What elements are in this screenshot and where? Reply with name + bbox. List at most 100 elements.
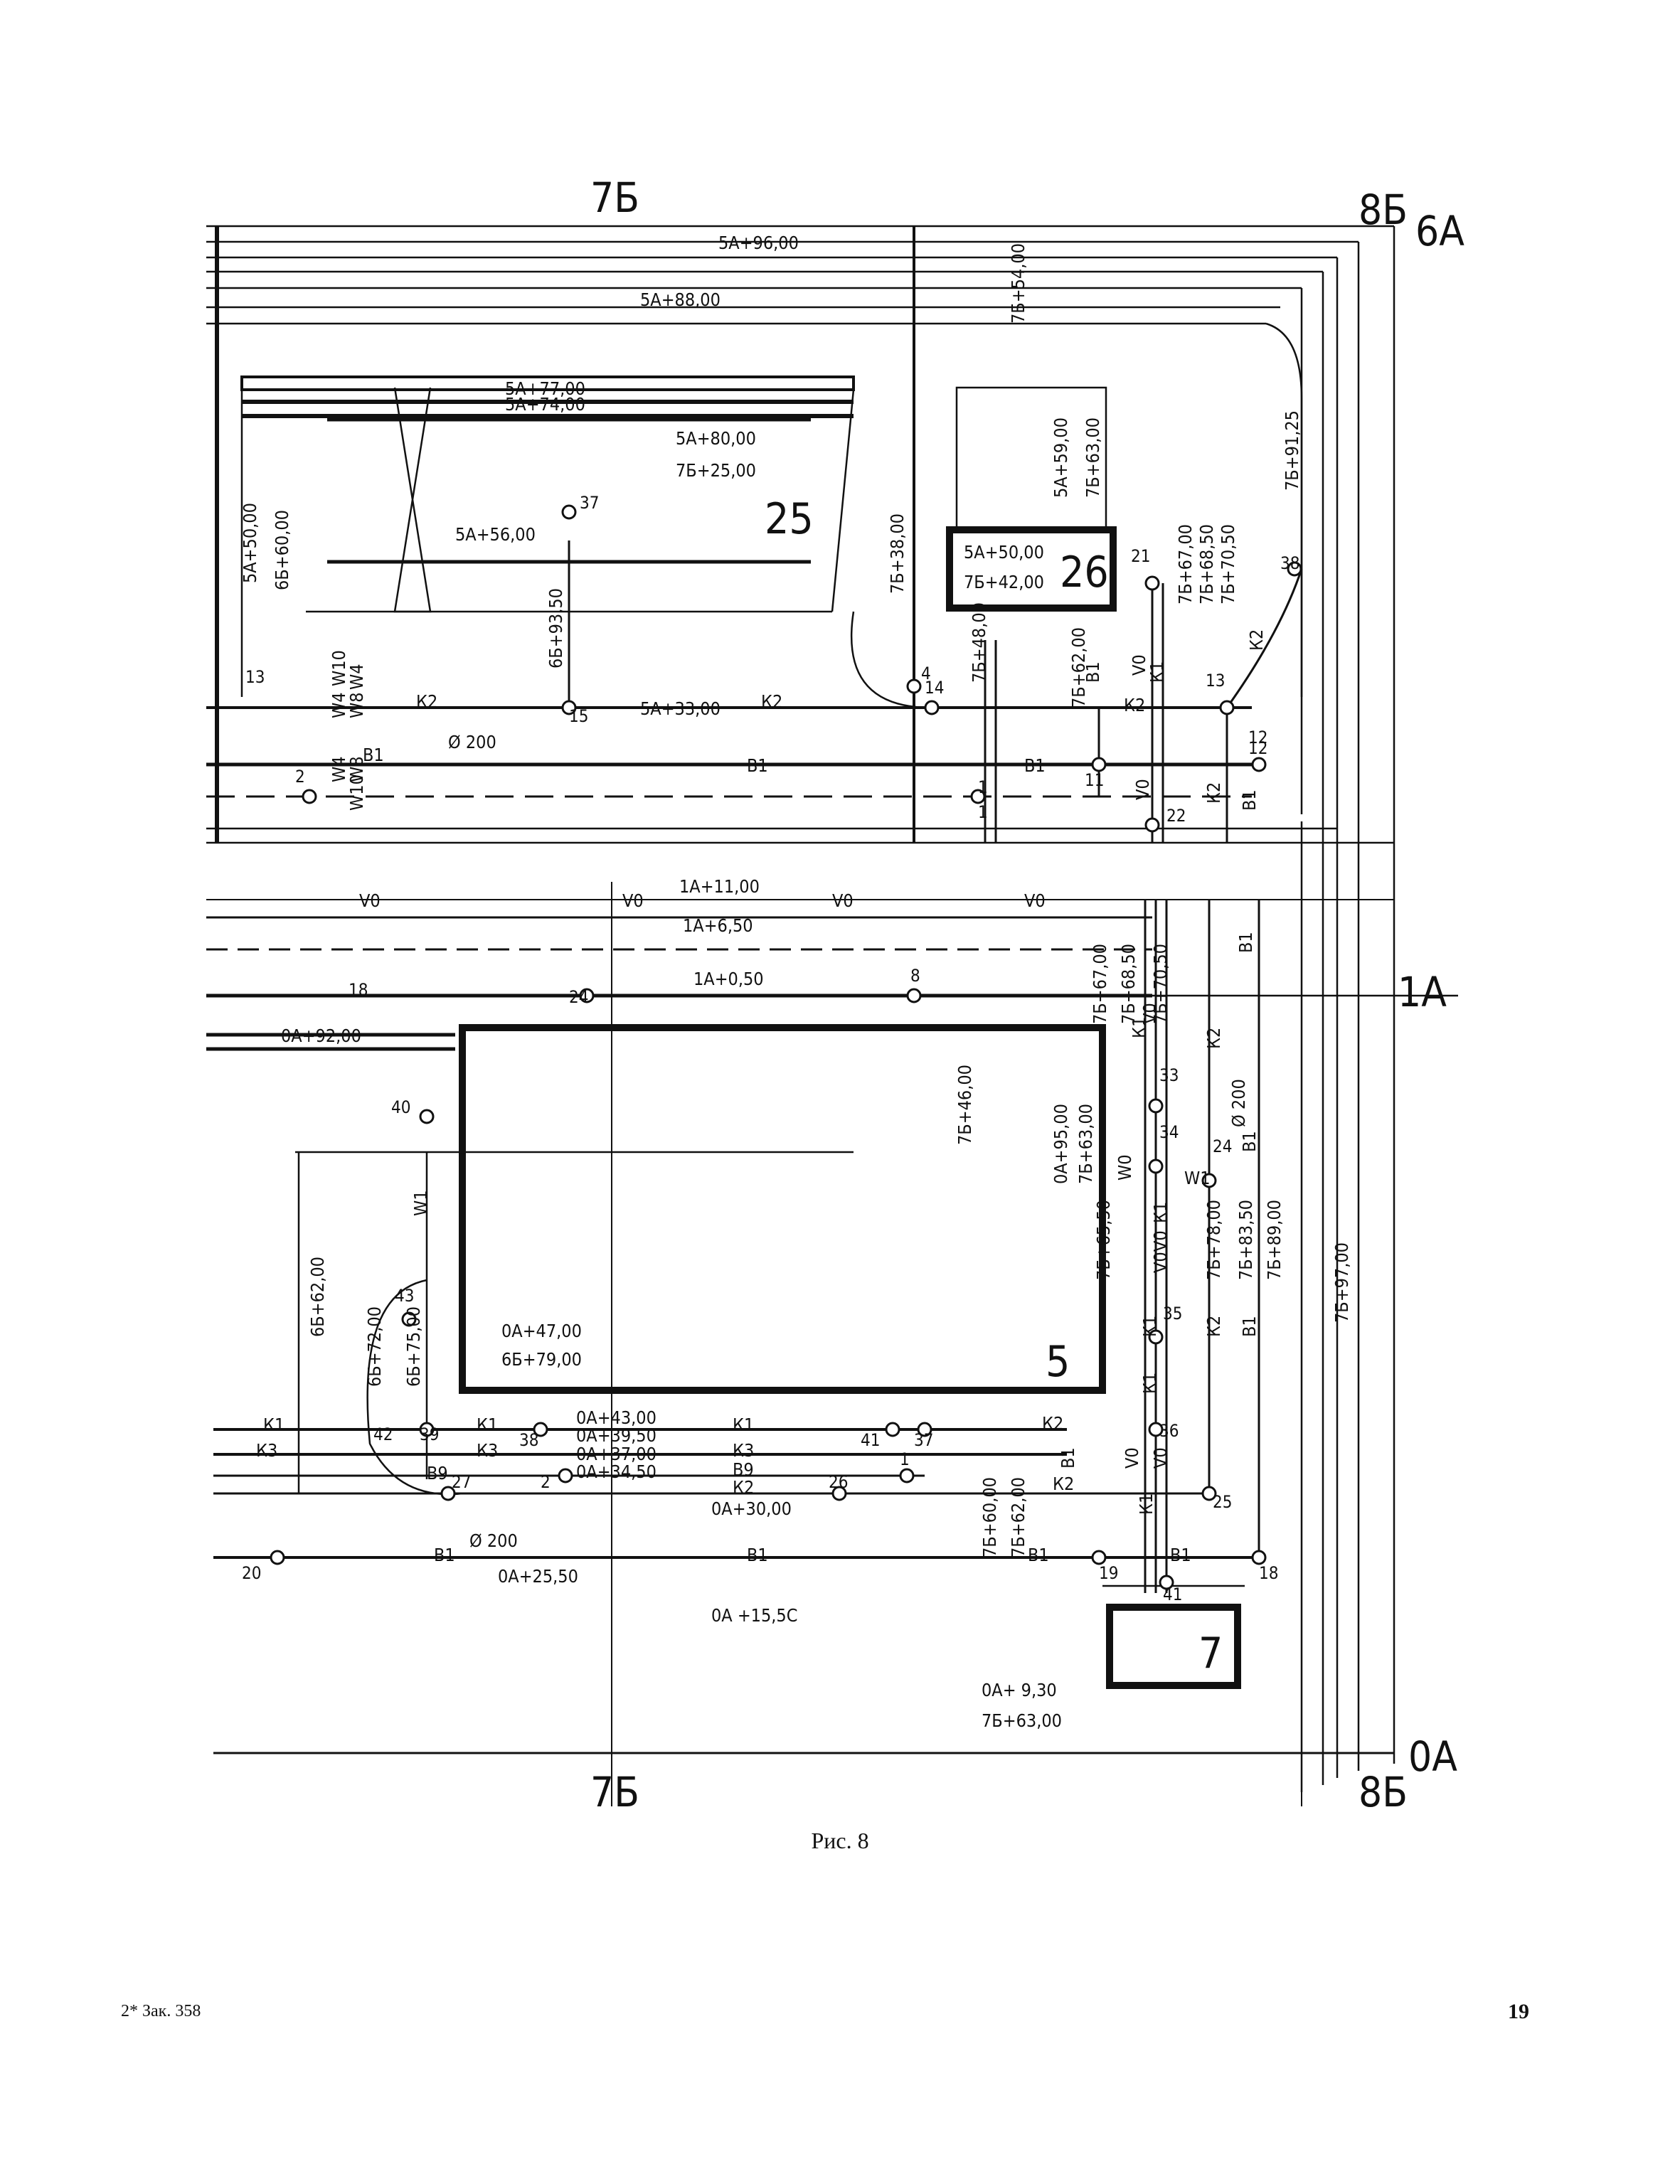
axis-label-1a: 1А [1398, 968, 1447, 1016]
manhole-number: 36 [1159, 1421, 1179, 1441]
elevation-label: 7Б+63,00 [982, 1710, 1062, 1731]
utility-code: К3 [733, 1440, 754, 1461]
utility-code: V0 [832, 890, 854, 911]
elevation-label: 7Б+68,50 [1118, 944, 1139, 1024]
elevation-label: 7Б+78,00 [1203, 1200, 1224, 1280]
elevation-label: 5А+59,00 [1051, 417, 1071, 498]
manhole-number: 2 [541, 1472, 551, 1492]
utility-code: К2 [1042, 1413, 1063, 1434]
elevation-label: 0А+92,00 [281, 1026, 361, 1046]
building-5-label: 5 [1046, 1337, 1070, 1387]
manhole-number: 38 [1280, 553, 1299, 573]
utility-code: К1 [1139, 1316, 1160, 1337]
utility-code: В1 [1170, 1545, 1191, 1565]
manhole-number: 35 [1163, 1304, 1182, 1323]
elevation-label: 7Б+83,50 [1235, 1200, 1256, 1280]
utility-code: К2 [733, 1477, 754, 1498]
utility-code: В1 [1239, 1131, 1260, 1152]
manhole-number: 1 [900, 1449, 910, 1469]
utility-code: В9 [427, 1463, 448, 1483]
elevation-label: 5А+33,00 [640, 698, 721, 719]
utility-code: К3 [256, 1440, 277, 1461]
elevation-label: Ø 200 [448, 732, 496, 752]
elevation-label: 1А+6,50 [683, 915, 753, 936]
utility-code: К2 [1053, 1474, 1074, 1494]
utility-code: В1 [1058, 1447, 1078, 1469]
manhole-number: 19 [1099, 1563, 1118, 1583]
utility-code: К2 [416, 691, 437, 712]
elevation-label: 1А+11,00 [679, 876, 760, 897]
manhole-number: 27 [452, 1472, 471, 1492]
manhole-number: 22 [1166, 806, 1186, 826]
manhole-number: 21 [1131, 546, 1150, 566]
manhole-number: 13 [1206, 671, 1225, 691]
elevation-label: 7Б+65,50 [1093, 1200, 1114, 1280]
elevation-label: 7Б+62,00 [1068, 627, 1089, 708]
utility-code: В1 [1239, 1316, 1260, 1337]
utility-code: W4 [346, 664, 367, 690]
manhole-number: 13 [245, 667, 265, 687]
utility-code: К2 [761, 691, 782, 712]
elevation-label: 0А +15,5С [711, 1605, 797, 1626]
manhole-number: 24 [569, 987, 588, 1007]
elevation-label: 0А+43,00 [576, 1407, 656, 1428]
elevation-label: 5А+77,00 [505, 378, 585, 399]
manhole-number: 37 [914, 1430, 933, 1450]
utility-code: V0 [1150, 1252, 1171, 1273]
utility-code: В1 [747, 1545, 768, 1565]
utility-code: W8 [346, 692, 367, 718]
elevation-label: 7Б+91,25 [1282, 410, 1302, 491]
utility-code: В1 [1239, 789, 1260, 811]
elevation-label: 7Б+67,00 [1090, 944, 1110, 1024]
elevation-label: 7Б+89,00 [1264, 1200, 1285, 1280]
utility-code: К1 [1129, 1017, 1149, 1038]
utility-code: В9 [733, 1459, 754, 1480]
print-order-note: 2* Зак. 358 [121, 2002, 201, 2020]
manhole-number: 39 [420, 1424, 439, 1444]
elevation-label: 0А+37,00 [576, 1444, 656, 1464]
manhole-number: 25 [1213, 1492, 1232, 1512]
utility-code: В1 [1235, 932, 1256, 953]
manhole-number: 20 [242, 1563, 261, 1583]
elevation-label: 7Б+70,50 [1218, 524, 1238, 604]
utility-code: W4 [329, 756, 349, 782]
elevation-label: 7Б+48,00 [969, 602, 989, 683]
utility-code: V0 [359, 890, 381, 911]
elevation-label: 7Б+68,50 [1196, 524, 1217, 604]
elevation-label: 7Б+63,00 [1083, 417, 1103, 498]
utility-code: V0 [1150, 1230, 1171, 1252]
manhole-number: 42 [373, 1424, 393, 1444]
utility-code: В1 [747, 755, 768, 776]
elevation-label: Ø 200 [469, 1530, 518, 1551]
elevation-label: 0А+39,50 [576, 1425, 656, 1446]
elevation-label: 7Б+70,50 [1150, 944, 1171, 1024]
elevation-label: 7Б+25,00 [676, 460, 756, 481]
utility-code: В1 [1028, 1545, 1049, 1565]
utility-code: К1 [477, 1415, 498, 1435]
manhole-number: 18 [1259, 1563, 1278, 1583]
axis-label-7b-bottom: 7Б [590, 1768, 639, 1816]
elevation-label: 5А+50,00 [240, 503, 260, 583]
manhole-number: 12 [1248, 738, 1267, 758]
manhole-number: 40 [391, 1097, 410, 1117]
building-7-label: 7 [1198, 1629, 1223, 1678]
elevation-label: 5А+56,00 [455, 524, 536, 545]
utility-code: V0 [622, 890, 644, 911]
elevation-label: 7Б+46,00 [955, 1065, 975, 1145]
manhole-number: 1 [978, 777, 988, 797]
elevation-label: 7Б+54,00 [1008, 243, 1028, 324]
elevation-label: 6Б+72,00 [364, 1306, 385, 1387]
manhole-number: 33 [1159, 1065, 1179, 1085]
utility-code: К3 [477, 1440, 498, 1461]
utility-code: К2 [1203, 782, 1224, 804]
utility-code: К1 [1150, 1202, 1171, 1223]
elevation-label: 0А+ 9,30 [982, 1680, 1057, 1700]
utility-code: К2 [1124, 695, 1145, 715]
utility-code: W1 [1184, 1168, 1211, 1188]
elevation-label: 6Б+75,00 [403, 1306, 424, 1387]
utility-code: W8 [346, 756, 367, 782]
elevation-label: 7Б+63,00 [1075, 1104, 1096, 1184]
utility-code: К1 [1139, 1373, 1160, 1394]
manhole-number: 18 [349, 980, 368, 1000]
utility-code: W4 [329, 692, 349, 718]
